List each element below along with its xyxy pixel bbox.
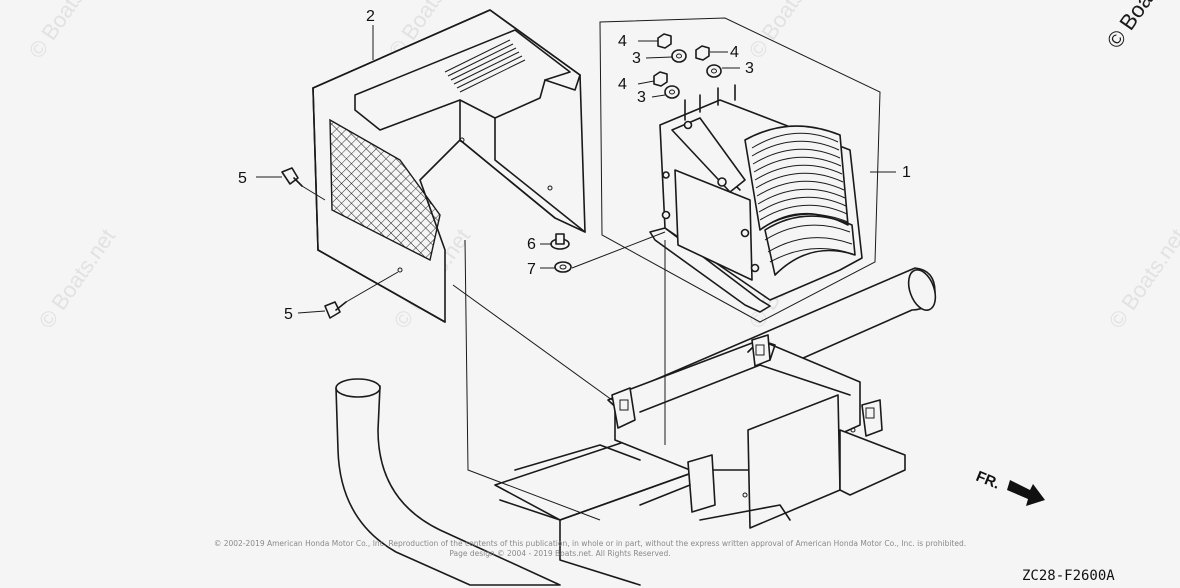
page-design-notice: Page design © 2004 - 2019 Boats.net. All…: [449, 549, 670, 558]
callout-4: 4: [618, 33, 627, 50]
copyright-notice: © 2002-2019 American Honda Motor Co., In…: [214, 539, 966, 548]
leader-lines: [256, 25, 896, 521]
base-frame-drawing: [335, 267, 937, 586]
callout-6: 6: [527, 236, 536, 253]
callout-4: 4: [618, 76, 627, 93]
front-label: FR.: [974, 468, 1003, 493]
resistor-cover-drawing: [312, 9, 586, 323]
callout-5: 5: [284, 306, 293, 323]
callout-7: 7: [527, 261, 536, 278]
watermark: © Boats.net: [1104, 224, 1180, 333]
watermark: © Boats.net: [24, 0, 111, 63]
callout-3: 3: [637, 89, 646, 106]
callout-5: 5: [238, 170, 247, 187]
callout-3: 3: [745, 60, 754, 77]
front-direction-indicator: FR.: [974, 468, 1045, 506]
figure-code: ZC28-F2600A: [1022, 568, 1115, 584]
callout-1: 1: [902, 164, 911, 181]
front-arrow-icon: [1007, 480, 1045, 506]
watermark: © Boats.net: [744, 0, 831, 63]
callout-3: 3: [632, 50, 641, 67]
resistor-assembly-drawing: [599, 17, 881, 323]
resistor-coil: [744, 125, 856, 276]
watermark: © Boats.net: [34, 224, 121, 333]
bolts: [281, 167, 572, 319]
nuts-and-washers: [653, 33, 722, 99]
callout-4: 4: [730, 44, 739, 61]
callout-2: 2: [366, 8, 375, 25]
corner-watermark: © Boats.net: [1102, 0, 1180, 53]
